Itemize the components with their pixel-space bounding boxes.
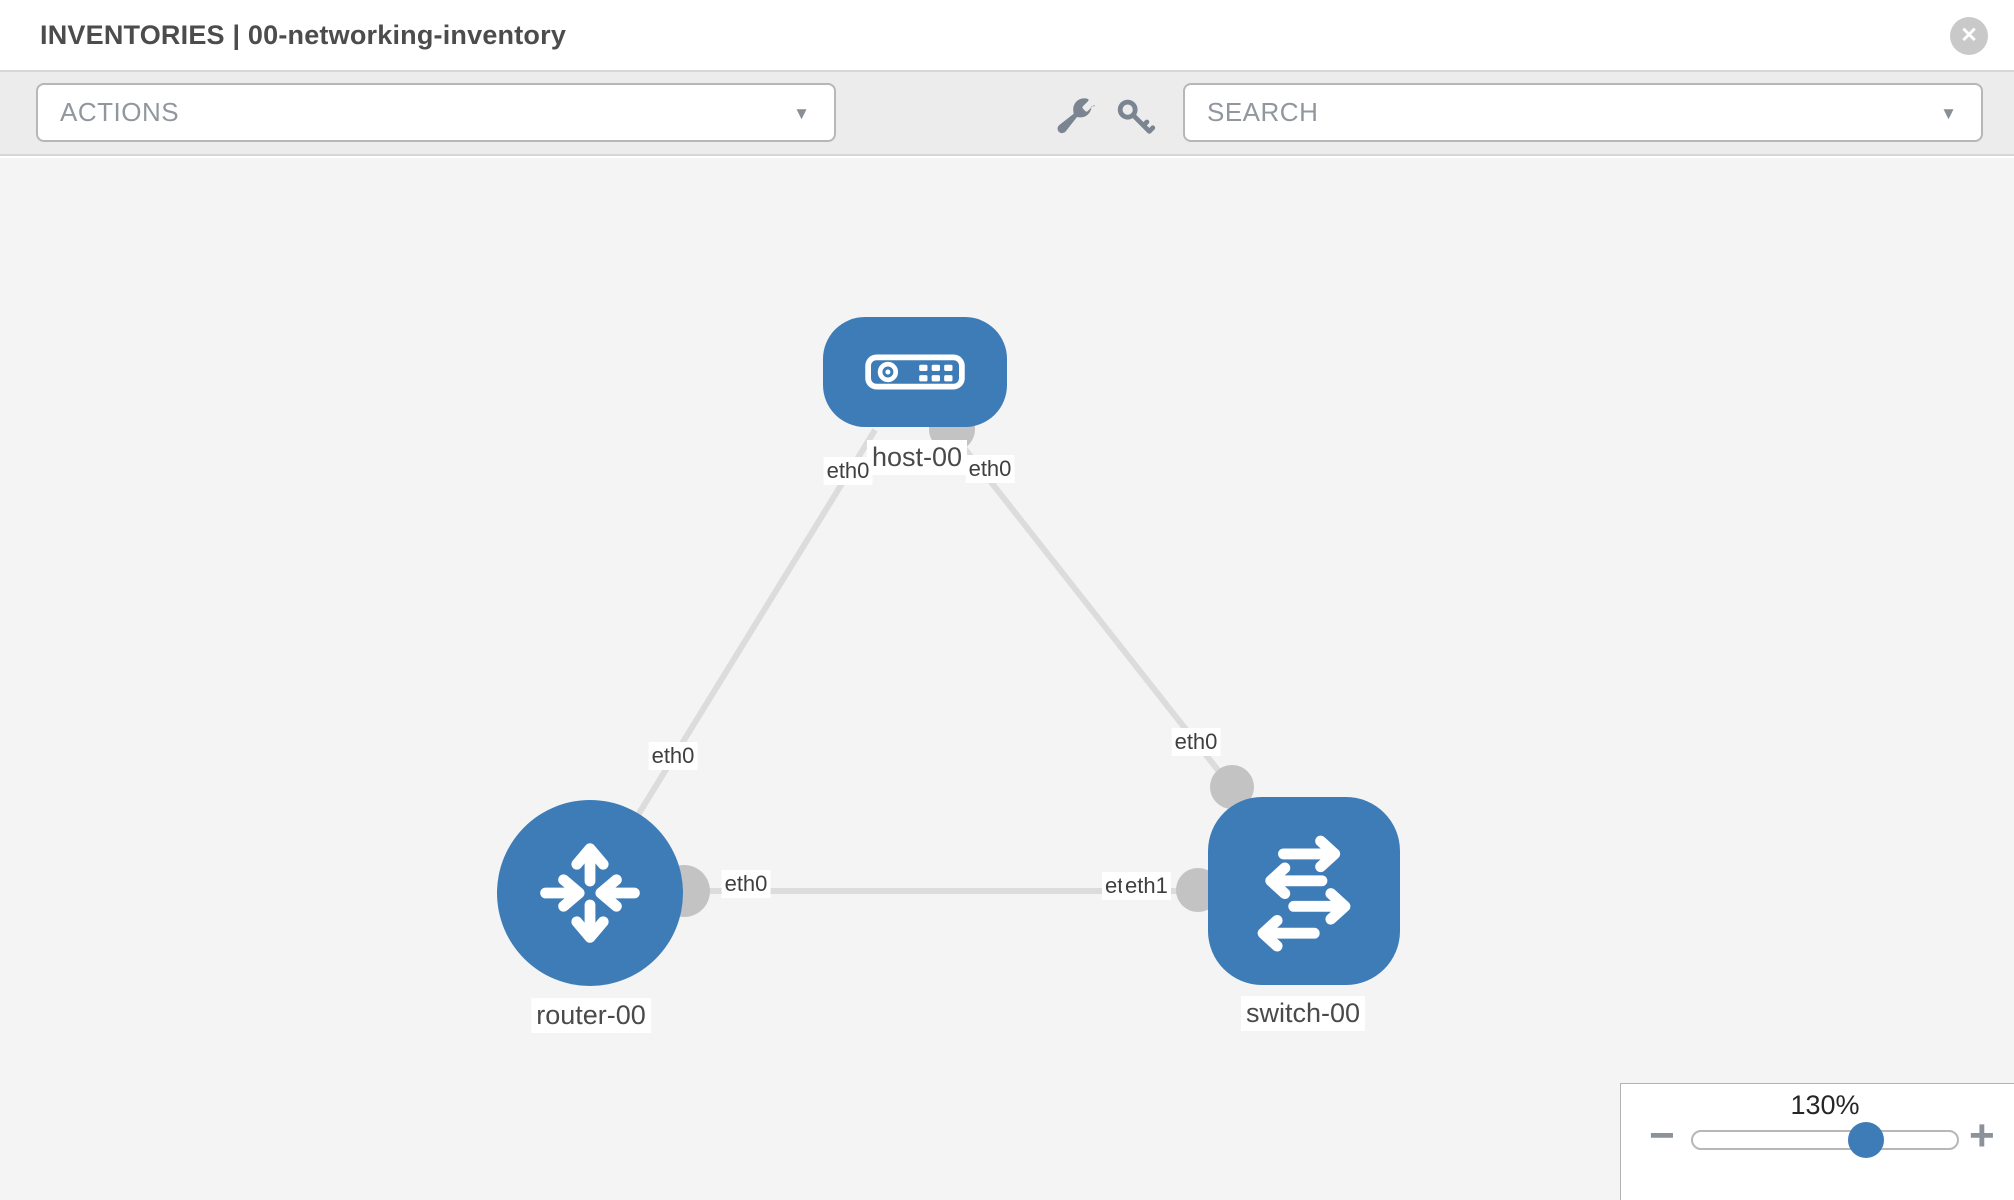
search-dropdown-label: SEARCH [1207, 97, 1319, 127]
node-label-router: router-00 [531, 998, 651, 1033]
interface-label-host-left: eth0 [823, 457, 873, 485]
zoom-out-button[interactable]: − [1649, 1111, 1675, 1160]
zoom-slider-handle[interactable] [1848, 1122, 1884, 1158]
links-layer [587, 406, 1304, 917]
chevron-down-icon: ▼ [793, 104, 810, 123]
search-dropdown[interactable]: SEARCH ▼ [1183, 83, 1983, 142]
node-label-host: host-00 [866, 440, 968, 475]
toolbar: ACTIONS ▼ SEARCH ▼ [0, 72, 2014, 156]
interface-label-host-right: eth0 [965, 455, 1015, 483]
close-icon[interactable]: ✕ [1950, 17, 1988, 55]
key-icon[interactable] [1113, 95, 1157, 139]
interface-label-host-router: eth0 [648, 742, 698, 770]
zoom-slider[interactable] [1691, 1122, 1959, 1158]
page-title: INVENTORIES | 00-networking-inventory [40, 20, 567, 50]
interface-label-host-switch: eth0 [1171, 728, 1221, 756]
host-icon [865, 354, 965, 390]
chevron-down-icon: ▼ [1940, 104, 1957, 123]
router-icon [540, 843, 640, 943]
header: INVENTORIES | 00-networking-inventory ✕ [0, 0, 2014, 72]
node-router-00[interactable] [497, 800, 683, 986]
interface-connector-switch-top[interactable] [1210, 765, 1254, 809]
node-host-00[interactable] [823, 317, 1007, 427]
topology-canvas[interactable]: host-00 router-00 switch-00 eth0 eth0 et… [0, 158, 2014, 1200]
interface-label-switch-eth1: eth1 [1122, 872, 1171, 900]
zoom-level: 130% [1790, 1090, 1860, 1120]
zoom-in-button[interactable]: + [1969, 1111, 1995, 1160]
node-label-switch: switch-00 [1240, 996, 1366, 1031]
actions-dropdown[interactable]: ACTIONS ▼ [36, 83, 836, 142]
node-switch-00[interactable] [1208, 797, 1400, 985]
zoom-panel: 130% − + [1620, 1083, 2014, 1200]
interface-label-router-right: eth0 [721, 870, 771, 898]
actions-dropdown-label: ACTIONS [60, 97, 180, 127]
switch-icon [1257, 835, 1351, 952]
wrench-icon[interactable] [1055, 95, 1099, 139]
